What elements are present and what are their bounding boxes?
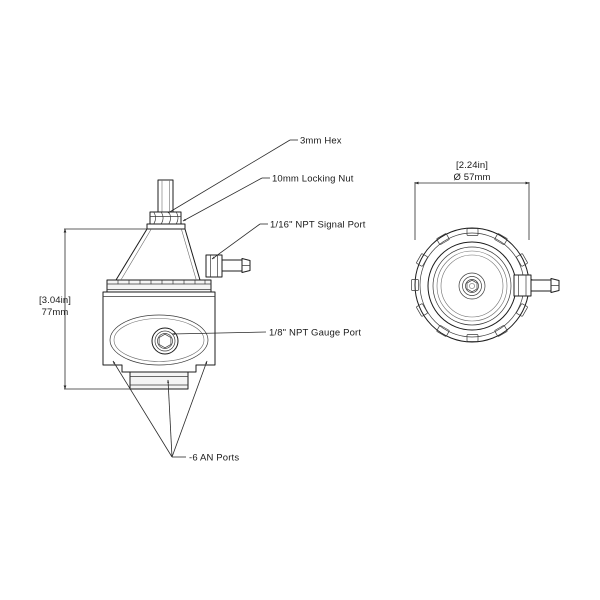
serrated-band	[106, 279, 212, 293]
height-dimension: [3.04in] 77mm	[39, 228, 148, 390]
callout-label-gauge-port: 1/8" NPT Gauge Port	[269, 328, 361, 339]
locking-nut	[149, 211, 182, 225]
nut-seat-plate	[146, 223, 186, 230]
callout-label-hex: 3mm Hex	[300, 136, 342, 147]
height-dimension-inches: [3.04in]	[39, 295, 71, 306]
diameter-dimension: [2.24in] Ø 57mm	[414, 160, 530, 240]
callout-label-signal-port: 1/16" NPT Signal Port	[270, 220, 366, 231]
callout-label-locking-nut: 10mm Locking Nut	[272, 174, 354, 185]
signal-port	[205, 254, 251, 278]
signal-port-plan	[513, 274, 560, 297]
base-step	[129, 371, 189, 390]
tapered-cap	[115, 228, 201, 281]
callout-label-an-ports: -6 AN Ports	[189, 453, 239, 464]
top-plan-view	[411, 227, 560, 343]
front-elevation-view	[102, 179, 251, 390]
diameter-dimension-inches: [2.24in]	[456, 160, 488, 171]
adjustment-screw	[157, 179, 174, 214]
height-dimension-mm: 77mm	[42, 307, 69, 318]
diameter-dimension-mm: Ø 57mm	[453, 172, 490, 183]
center-boss	[458, 272, 486, 300]
callout-leaders	[112, 139, 298, 458]
gauge-port	[151, 327, 179, 355]
